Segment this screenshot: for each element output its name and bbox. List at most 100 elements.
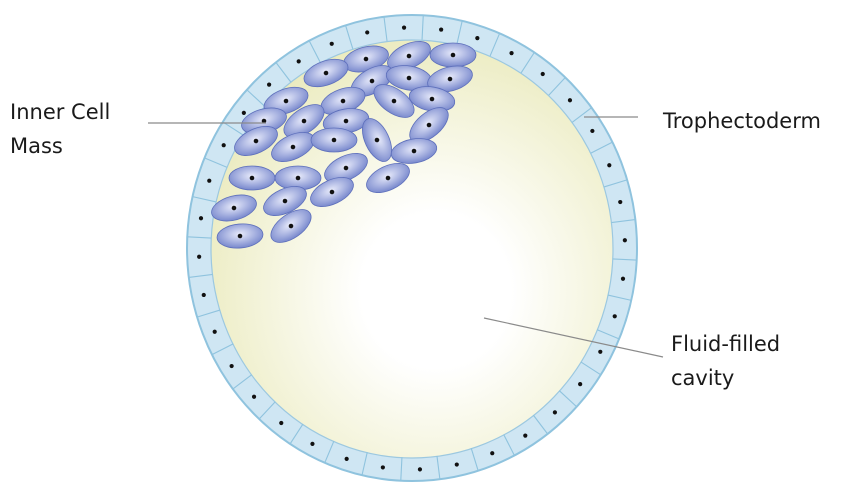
inner-cell xyxy=(274,165,322,191)
trophectoderm-cell-wall xyxy=(580,361,602,376)
inner-cell xyxy=(211,194,257,222)
trophectoderm-nucleus xyxy=(221,143,226,148)
trophectoderm-nucleus xyxy=(401,25,407,30)
trophectoderm-cell-wall xyxy=(421,15,424,40)
trophectoderm-cell-wall xyxy=(232,374,253,390)
trophectoderm-nucleus xyxy=(267,82,272,87)
trophectoderm-nucleus xyxy=(618,199,623,205)
trophectoderm-cell-wall xyxy=(558,390,578,408)
inner-cell-nucleus xyxy=(261,118,267,124)
trophectoderm-cell-wall xyxy=(222,121,244,136)
trophectoderm-nucleus xyxy=(380,465,385,470)
inner-cell-mass xyxy=(211,41,477,249)
trophectoderm-nucleus xyxy=(329,41,334,46)
inner-cell-nucleus xyxy=(340,98,346,104)
trophectoderm-cell-wall xyxy=(400,457,403,482)
label-fluid-filled-cavity: Fluid-filled cavity xyxy=(671,327,780,395)
inner-cell-nucleus xyxy=(283,98,289,104)
inner-cell xyxy=(427,65,473,93)
inner-cell-nucleus xyxy=(331,137,337,143)
trophectoderm-cell-wall xyxy=(548,77,566,96)
inner-cell-nucleus xyxy=(374,137,380,143)
trophectoderm-nucleus xyxy=(365,30,370,35)
inner-cell-nucleus xyxy=(249,175,255,181)
trophectoderm-cell-wall xyxy=(532,414,549,435)
inner-cell xyxy=(366,163,410,193)
trophectoderm-cell-walls xyxy=(187,15,637,482)
trophectoderm-nucleus xyxy=(590,128,595,134)
trophectoderm-nuclei xyxy=(197,25,627,472)
label-fluid-filled-line1: Fluid-filled xyxy=(671,332,781,356)
inner-cell-nucleus xyxy=(411,148,417,154)
inner-cell-nucleus xyxy=(406,53,412,59)
trophectoderm-nucleus xyxy=(622,238,627,243)
trophectoderm-cell-wall xyxy=(289,423,304,445)
trophectoderm-nucleus xyxy=(198,216,204,221)
inner-cell-nucleus xyxy=(385,175,391,181)
trophectoderm-cell-wall xyxy=(324,440,335,464)
inner-cell xyxy=(390,138,438,164)
inner-cell-nucleus xyxy=(429,96,435,102)
trophectoderm-nucleus xyxy=(279,420,284,426)
trophectoderm-cell-wall xyxy=(436,455,441,480)
trophectoderm-nucleus xyxy=(310,441,315,446)
inner-cell-nucleus xyxy=(363,56,369,62)
trophectoderm-cell-wall xyxy=(571,107,592,123)
inner-cell-nucleus xyxy=(253,138,259,144)
label-inner-cell-mass: Inner Cell Mass xyxy=(10,95,110,163)
inner-cell-nucleus xyxy=(329,189,335,195)
trophectoderm-cell-wall xyxy=(503,434,516,457)
inner-cell-nucleus xyxy=(343,118,349,124)
inner-cell xyxy=(234,126,278,156)
trophectoderm-nucleus xyxy=(598,349,603,354)
trophectoderm-cell-wall xyxy=(361,452,368,476)
label-inner-cell-mass-line2: Mass xyxy=(10,134,63,158)
inner-cell xyxy=(303,58,349,88)
trophectoderm-nucleus xyxy=(523,433,528,438)
leader-line-fluid-filled-cavity xyxy=(483,317,664,358)
label-trophectoderm: Trophectoderm xyxy=(663,109,821,133)
trophectoderm-nucleus xyxy=(241,110,246,115)
inner-cell-nucleus xyxy=(447,76,453,82)
inner-cell xyxy=(228,165,276,191)
inner-cell xyxy=(324,153,368,183)
trophectoderm-cell-wall xyxy=(308,40,321,63)
inner-cell xyxy=(310,177,354,207)
trophectoderm-cell-wall xyxy=(596,329,620,340)
trophectoderm-nucleus xyxy=(417,467,423,472)
trophectoderm-nucleus xyxy=(454,462,459,467)
label-fluid-filled-line2: cavity xyxy=(671,366,735,390)
trophectoderm-nucleus xyxy=(612,314,617,319)
inner-cell-nucleus xyxy=(301,118,307,124)
inner-cell-nucleus xyxy=(369,78,375,84)
trophectoderm-nucleus xyxy=(509,51,514,56)
trophectoderm-cell-wall xyxy=(204,157,228,168)
inner-cell xyxy=(271,132,315,162)
trophectoderm-nucleus xyxy=(475,36,480,41)
trophectoderm-cell-wall xyxy=(612,258,637,261)
trophectoderm-cell-wall xyxy=(192,196,217,203)
inner-cell xyxy=(429,42,477,68)
trophectoderm-cell-wall xyxy=(246,89,266,107)
trophectoderm-cell-wall xyxy=(188,273,213,278)
inner-cell xyxy=(310,127,358,153)
trophectoderm-nucleus xyxy=(607,163,612,168)
trophectoderm-cell-wall xyxy=(275,62,292,83)
label-inner-cell-mass-line1: Inner Cell xyxy=(10,100,111,124)
trophectoderm-cell-wall xyxy=(196,309,221,318)
inner-cell xyxy=(241,107,287,135)
trophectoderm-cell-wall xyxy=(590,141,613,154)
trophectoderm-nucleus xyxy=(620,276,626,281)
inner-cell xyxy=(216,223,264,249)
trophectoderm-nucleus xyxy=(251,394,257,399)
trophectoderm-cell-wall xyxy=(470,448,479,472)
trophectoderm-nucleus xyxy=(344,456,349,461)
trophectoderm-cell-wall xyxy=(383,17,388,42)
inner-cell-nucleus xyxy=(237,233,243,239)
inner-cell-nucleus xyxy=(282,198,288,204)
trophectoderm-nucleus xyxy=(207,178,212,183)
trophectoderm-nucleus xyxy=(567,98,573,103)
inner-cell-nucleus xyxy=(426,122,432,128)
trophectoderm-cell-wall xyxy=(611,219,636,224)
